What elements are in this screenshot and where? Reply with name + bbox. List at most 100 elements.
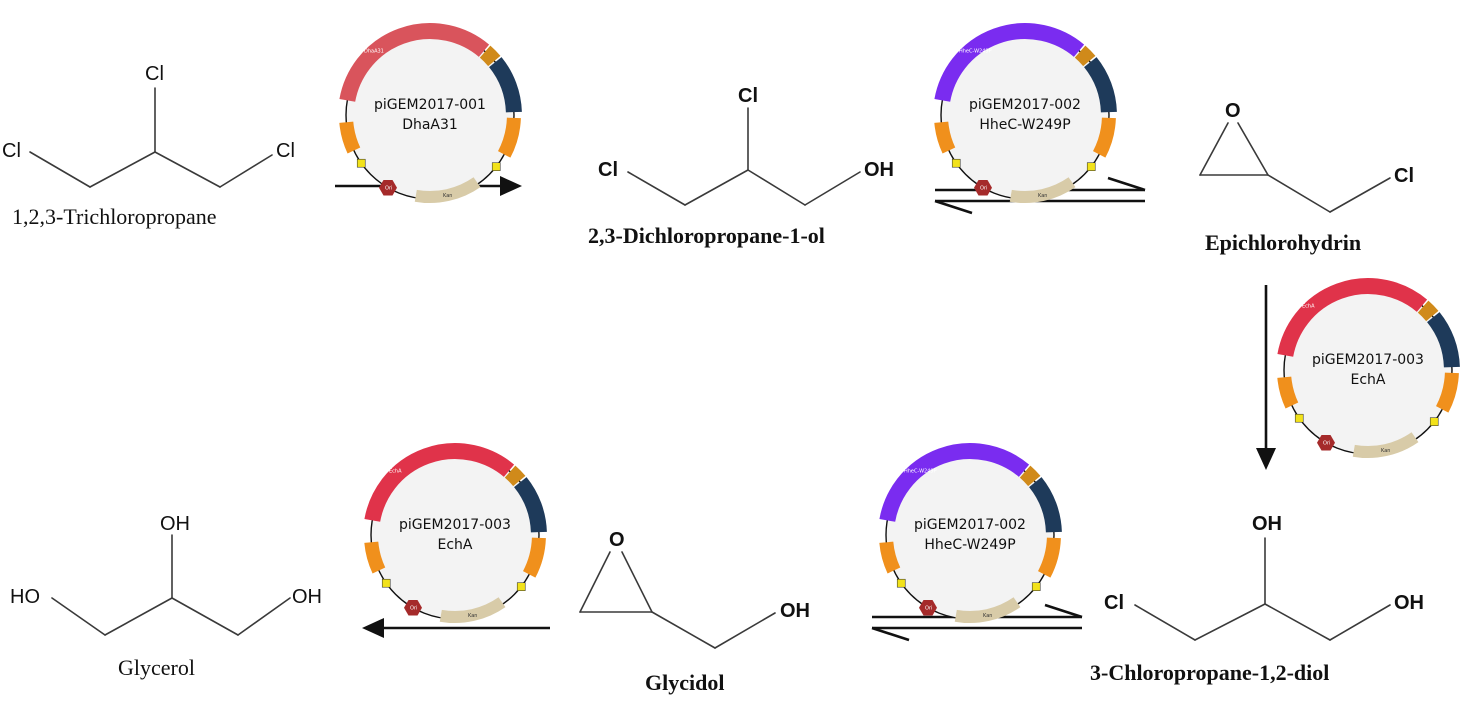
compound-cpd: OH Cl OH 3-Chloropropane-1,2-diol <box>1090 513 1424 685</box>
atom-label: OH <box>864 159 894 181</box>
ori-hexagon <box>379 180 397 196</box>
ori-hexagon <box>919 600 937 616</box>
kan-mini-label: Kan <box>468 613 477 619</box>
atom-label: OH <box>780 600 810 622</box>
terminator-segment <box>504 465 526 487</box>
compound-name: 3-Chloropropane-1,2-diol <box>1090 660 1329 685</box>
kan-segment <box>1009 177 1076 204</box>
gene-mini-label: EchA <box>389 469 402 475</box>
compound-name: Glycerol <box>118 655 195 680</box>
gene-mini-label: DhaA31 <box>364 49 384 55</box>
marker-box <box>356 158 366 168</box>
compound-gld: O OH Glycidol <box>579 529 810 695</box>
promoter-segment <box>1435 372 1459 413</box>
plasmid-gene: HheC-W249P <box>924 537 1015 553</box>
gene-mini-label: HheC-W249P <box>959 49 992 55</box>
atom-label: Cl <box>2 140 21 162</box>
atom-label: Cl <box>276 140 295 162</box>
npt-segment <box>1028 477 1062 533</box>
atom-label: O <box>1225 100 1241 122</box>
plasmid-gene: DhaA31 <box>402 117 458 133</box>
npt-segment <box>513 477 547 533</box>
ori-hexagon <box>974 180 992 196</box>
compound-dcp: Cl Cl OH 2,3-Dichloropropane-1-ol <box>588 85 894 248</box>
compound-tcp: Cl Cl Cl 1,2,3-Trichloropropane <box>2 63 295 229</box>
marker-box <box>896 578 906 588</box>
marker-box <box>491 162 501 171</box>
gene-segment <box>879 443 1030 522</box>
kan-segment <box>1352 432 1419 459</box>
atom-label: Cl <box>598 159 618 181</box>
compound-name: 1,2,3-Trichloropropane <box>12 204 217 229</box>
kan-mini-label: Kan <box>983 613 992 619</box>
plasmid-name: piGEM2017-003 <box>1312 352 1424 368</box>
compound-name: Epichlorohydrin <box>1205 230 1361 255</box>
atom-label: OH <box>160 513 190 535</box>
compound-ech: O Cl Epichlorohydrin <box>1199 100 1414 255</box>
promoter-segment <box>879 541 901 574</box>
kan-mini-label: Kan <box>1038 193 1047 199</box>
plasmid-maps: OriDhaA31KanpiGEM2017-001DhaA31OriHheC-W… <box>339 23 1460 624</box>
ori-label: Ori <box>410 606 417 612</box>
compound-name: Glycidol <box>645 670 724 695</box>
atom-label: Cl <box>1394 165 1414 187</box>
kan-segment <box>439 597 506 624</box>
promoter-segment <box>522 537 546 578</box>
terminator-segment <box>1074 45 1096 67</box>
gene-mini-label: HheC-W249P <box>904 469 937 475</box>
gene-segment <box>339 23 490 102</box>
gene-segment <box>1277 278 1428 357</box>
npt-segment <box>1083 57 1117 113</box>
terminator-segment <box>479 45 501 67</box>
ori-hexagon <box>1317 435 1335 451</box>
plasmid-name: piGEM2017-002 <box>914 517 1026 533</box>
promoter-segment <box>497 117 521 158</box>
marker-box <box>951 158 961 168</box>
atom-label: Cl <box>145 63 164 85</box>
plasmid-gene: EchA <box>438 537 473 553</box>
plasmid-name: piGEM2017-003 <box>399 517 511 533</box>
ori-label: Ori <box>385 186 392 192</box>
atom-label: Cl <box>1104 592 1124 614</box>
gene-mini-label: EchA <box>1302 304 1315 310</box>
plasmid-name: piGEM2017-002 <box>969 97 1081 113</box>
atom-label: OH <box>292 586 322 608</box>
atom-label: O <box>609 529 625 551</box>
marker-box <box>1294 413 1304 423</box>
gene-segment <box>364 443 515 522</box>
marker-box <box>381 578 391 588</box>
kan-mini-label: Kan <box>1381 448 1390 454</box>
marker-box <box>516 582 526 591</box>
promoter-segment <box>339 121 361 154</box>
atom-label: Cl <box>738 85 758 107</box>
promoter-segment <box>1037 537 1061 578</box>
plasmid-gene: HheC-W249P <box>979 117 1070 133</box>
terminator-segment <box>1417 300 1439 322</box>
promoter-segment <box>934 121 956 154</box>
npt-segment <box>1426 312 1460 368</box>
ori-label: Ori <box>925 606 932 612</box>
kan-segment <box>414 177 481 204</box>
npt-segment <box>488 57 522 113</box>
promoter-segment <box>364 541 386 574</box>
marker-box <box>1086 162 1096 171</box>
gene-segment <box>934 23 1085 102</box>
marker-box <box>1429 417 1439 426</box>
reaction-arrow-down <box>1256 285 1276 470</box>
compound-gly: OH HO OH Glycerol <box>10 513 322 680</box>
atom-label: OH <box>1252 513 1282 535</box>
ori-label: Ori <box>1323 441 1330 447</box>
marker-box <box>1031 582 1041 591</box>
terminator-segment <box>1019 465 1041 487</box>
atom-label: HO <box>10 586 40 608</box>
ori-hexagon <box>404 600 422 616</box>
kan-segment <box>954 597 1021 624</box>
promoter-segment <box>1092 117 1116 158</box>
atom-label: OH <box>1394 592 1424 614</box>
